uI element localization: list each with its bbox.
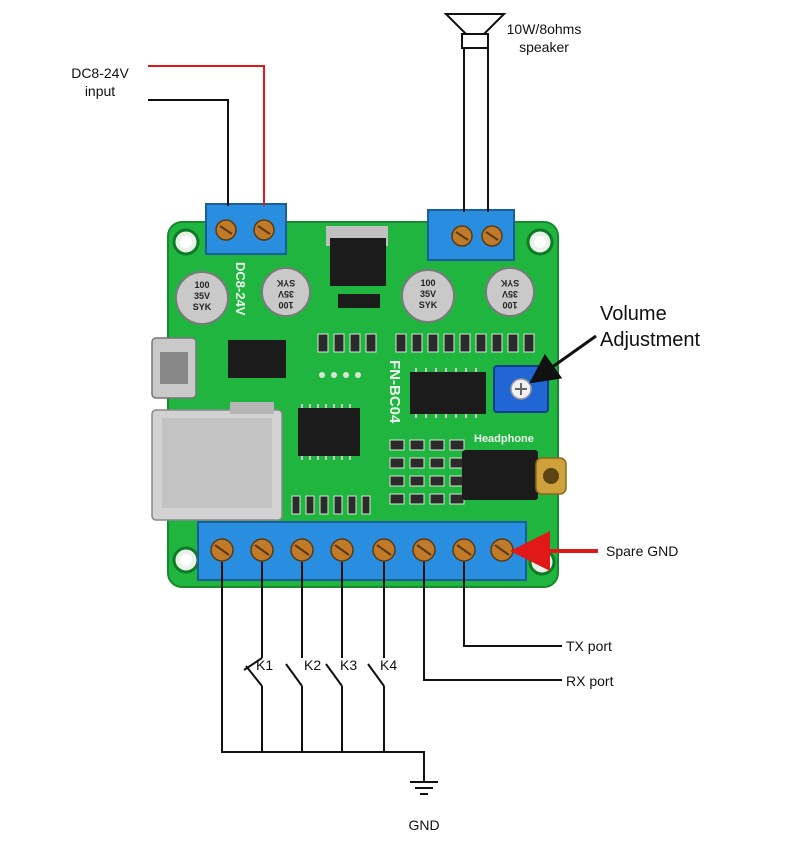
main-chip [298,404,360,460]
headphone-silkscreen: Headphone [474,433,534,445]
switch-label-k1: K1 [256,657,273,673]
capacitor-2-voltage: 35V [278,289,294,299]
capacitor-1: 100 35V SYK [175,271,229,325]
switch-label-k3: K3 [340,657,357,673]
smd-components [291,333,535,515]
io-terminal-block [197,521,527,581]
capacitor-2: 100 35V SYK [261,267,311,317]
speaker-wires [463,48,489,212]
volume-label-2: Adjustment [600,329,700,351]
small-chip [338,294,380,308]
amplifier-chip [410,368,486,418]
gnd-label: GND [408,817,439,833]
power-positive-wire [148,65,265,206]
capacitor-1-value: 100 [194,280,209,290]
voltage-regulator [326,226,388,286]
capacitor-4-value: 100 [502,300,517,310]
tx-port-label: TX port [566,638,612,654]
tx-wire [463,562,562,647]
speaker-label-1: 10W/8ohms [507,21,582,37]
power-silkscreen: DC8-24V [233,262,248,316]
power-input-label-1: DC8-24V [71,65,129,81]
sd-card-slot [151,402,283,521]
volume-potentiometer[interactable] [493,365,549,413]
capacitor-1-brand: SYK [193,302,212,312]
speaker-icon [443,13,507,49]
switch-wiring [221,562,425,782]
power-negative-wire [148,99,229,206]
switch-label-k4: K4 [380,657,397,673]
power-input-wires [148,65,265,206]
capacitor-4-brand: SYK [500,278,519,288]
capacitor-3-brand: SYK [419,300,438,310]
board-model: FN-BC04 [386,360,403,424]
power-input-label-2: input [85,83,115,99]
speaker-terminal-block [427,209,515,261]
switch-label-k2: K2 [304,657,321,673]
capacitor-4: 100 35V SYK [485,267,535,317]
soic-chip [228,340,286,378]
capacitor-4-voltage: 35V [502,289,518,299]
rx-port-label: RX port [566,673,614,689]
rx-wire [423,562,562,681]
headphone-jack [462,450,567,500]
volume-label-1: Volume [600,303,667,325]
pcb-board: 100 35V SYK 100 35V SYK 100 35V SYK 100 … [151,203,567,588]
capacitor-3: 100 35V SYK [401,269,455,323]
power-terminal-block [205,203,287,255]
capacitor-3-voltage: 35V [420,289,436,299]
capacitor-1-voltage: 35V [194,291,210,301]
tx-rx-wires [423,562,562,681]
test-pads [319,372,361,378]
spare-gnd-label: Spare GND [606,543,678,559]
capacitor-2-brand: SYK [276,278,295,288]
speaker-label-2: speaker [519,39,569,55]
ground-symbol-icon [410,781,438,795]
volume-arrow [529,334,597,384]
usb-port [151,337,197,399]
capacitor-2-value: 100 [278,300,293,310]
capacitor-3-value: 100 [420,278,435,288]
